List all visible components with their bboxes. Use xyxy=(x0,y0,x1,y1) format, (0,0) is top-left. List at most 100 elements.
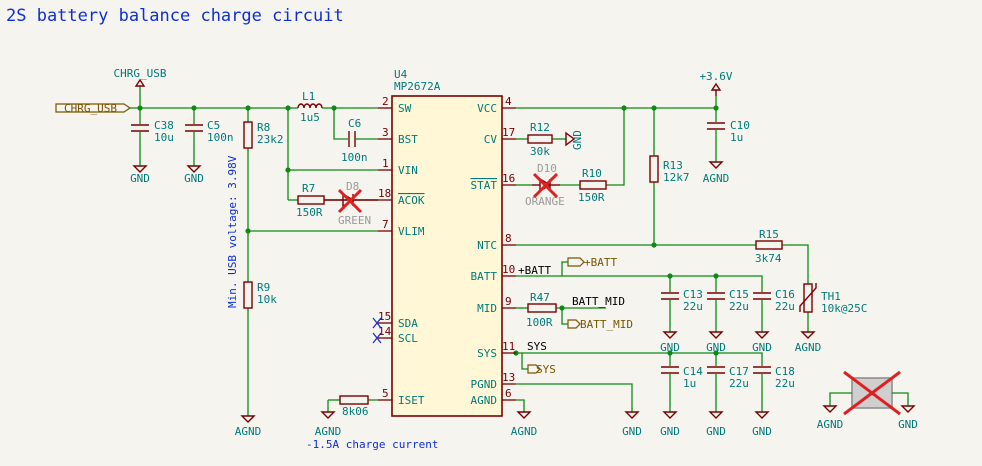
pin-num: 6 xyxy=(505,387,512,400)
pin-num: 14 xyxy=(378,325,392,338)
ic-left-pins: 2 3 1 18 7 15 14 5 SW BST VIN ACOK VLIM … xyxy=(372,95,425,407)
resistor-r10[interactable]: R10 150R xyxy=(578,167,607,204)
chrg-usb-power[interactable]: CHRG_USB xyxy=(114,67,167,87)
pin-name: SW xyxy=(398,102,412,115)
gnd-label: GND xyxy=(752,425,772,438)
capacitor-c14[interactable]: C14 1u xyxy=(661,365,703,412)
capacitor-c18[interactable]: C18 22u xyxy=(753,365,795,412)
agnd-label: AGND xyxy=(703,172,730,185)
capacitor-c5[interactable]: C5 100n xyxy=(185,119,234,166)
c16-ref: C16 xyxy=(775,288,795,301)
agnd-symbol-iset: AGND xyxy=(315,411,341,438)
r12-value: 30k xyxy=(530,145,550,158)
batt-plus-port[interactable]: +BATT xyxy=(567,256,617,269)
r7-value: 150R xyxy=(296,206,323,219)
gnd-symbol-c16: GND xyxy=(752,331,772,354)
resistor-r12[interactable]: R12 30k xyxy=(527,121,553,158)
agnd-label: AGND xyxy=(817,418,844,431)
c10-ref: C10 xyxy=(730,119,750,132)
gnd-label: GND xyxy=(660,341,680,354)
v36-label: +3.6V xyxy=(699,70,732,83)
v36-power[interactable]: +3.6V xyxy=(699,70,733,96)
agnd-symbol-r9: AGND xyxy=(235,415,262,438)
gnd-symbol-r12: GND xyxy=(565,130,584,150)
capacitor-c17[interactable]: C17 22u xyxy=(707,365,749,412)
gnd-label: GND xyxy=(622,425,642,438)
sys-net-label: SYS xyxy=(527,340,547,353)
resistor-r9[interactable]: R9 10k xyxy=(243,281,277,309)
c13-ref: C13 xyxy=(683,288,703,301)
batt-plus-port-label: +BATT xyxy=(584,256,617,269)
resistor-r8[interactable]: R8 23k2 xyxy=(243,121,284,149)
c5-ref: C5 xyxy=(207,119,220,132)
r10-ref: R10 xyxy=(582,167,602,180)
gnd-symbol-c5: GND xyxy=(184,165,204,185)
chrg-usb-power-label: CHRG_USB xyxy=(114,67,167,80)
capacitor-c6[interactable]: C6 100n xyxy=(341,117,368,164)
resistor-r13[interactable]: R13 12k7 xyxy=(649,155,690,184)
pin-num: 5 xyxy=(382,387,389,400)
c18-value: 22u xyxy=(775,377,795,390)
thermistor-th1[interactable]: TH1 10k@25C xyxy=(799,283,867,315)
led-d8[interactable]: D8 GREEN xyxy=(324,180,378,227)
c17-ref: C17 xyxy=(729,365,749,378)
agnd-label: AGND xyxy=(235,425,262,438)
chrg-usb-port-label: CHRG_USB xyxy=(64,102,117,115)
agnd-label: AGND xyxy=(795,341,822,354)
gnd-label: GND xyxy=(660,425,680,438)
c38-ref: C38 xyxy=(154,119,174,132)
r15-value: 3k74 xyxy=(755,252,782,265)
net-tie-agnd-gnd[interactable]: AGND GND xyxy=(817,370,918,431)
capacitor-c16[interactable]: C16 22u xyxy=(753,288,795,332)
riset-value: 8k06 xyxy=(342,405,369,418)
r9-value: 10k xyxy=(257,293,277,306)
batt-mid-port[interactable]: BATT_MID xyxy=(567,318,633,331)
resistor-iset[interactable]: 8k06 xyxy=(339,395,369,418)
ic-u4[interactable]: U4 MP2672A 2 3 1 18 7 15 14 5 SW BST VIN… xyxy=(372,68,516,417)
d10-ref: D10 xyxy=(537,162,557,175)
agnd-label: AGND xyxy=(511,425,538,438)
c14-value: 1u xyxy=(683,377,696,390)
gnd-symbol-c17: GND xyxy=(706,411,726,438)
capacitor-c15[interactable]: C15 22u xyxy=(707,288,749,332)
pin-name: NTC xyxy=(477,239,497,252)
ic-right-pins: 4 17 16 8 10 9 11 13 6 VCC CV STAT NTC B… xyxy=(471,95,516,407)
gnd-symbol-c14: GND xyxy=(660,411,680,438)
c16-value: 22u xyxy=(775,300,795,313)
pin-num: 15 xyxy=(378,310,391,323)
c38-value: 10u xyxy=(154,131,174,144)
agnd-symbol-ic: AGND xyxy=(511,411,538,438)
resistor-r47[interactable]: R47 100R xyxy=(526,291,557,329)
c5-value: 100n xyxy=(207,131,234,144)
l1-ref: L1 xyxy=(302,90,315,103)
pin-num: 11 xyxy=(502,340,515,353)
c14-ref: C14 xyxy=(683,365,703,378)
r8-value: 23k2 xyxy=(257,133,284,146)
r47-value: 100R xyxy=(526,316,553,329)
r47-ref: R47 xyxy=(530,291,550,304)
r9-ref: R9 xyxy=(257,281,270,294)
pin-name: SYS xyxy=(477,347,497,360)
capacitor-c38[interactable]: C38 10u xyxy=(131,119,174,166)
gnd-symbol-pgnd: GND xyxy=(622,411,642,438)
c6-value: 100n xyxy=(341,151,368,164)
d8-ref: D8 xyxy=(346,180,359,193)
chrg-usb-port[interactable]: CHRG_USB xyxy=(55,102,132,115)
pin-num: 3 xyxy=(382,126,389,139)
resistor-r7[interactable]: R7 150R xyxy=(296,182,325,219)
inductor-l1[interactable]: L1 1u5 xyxy=(297,90,323,124)
pin-name: CV xyxy=(484,133,498,146)
capacitor-c13[interactable]: C13 22u xyxy=(661,288,703,332)
batt-net-label: +BATT xyxy=(518,264,551,277)
pin-name: SCL xyxy=(398,332,418,345)
pin-name: ACOK xyxy=(398,194,425,207)
led-d10[interactable]: D10 ORANGE xyxy=(525,162,565,208)
pin-name: STAT xyxy=(471,179,498,192)
c10-value: 1u xyxy=(730,131,743,144)
resistor-r15[interactable]: R15 3k74 xyxy=(755,228,783,265)
capacitor-c10[interactable]: C10 1u xyxy=(707,119,750,162)
gnd-symbol-c15: GND xyxy=(706,331,726,354)
gnd-label: GND xyxy=(706,341,726,354)
sys-port[interactable]: SYS xyxy=(527,363,556,376)
pin-num: 10 xyxy=(502,263,515,276)
